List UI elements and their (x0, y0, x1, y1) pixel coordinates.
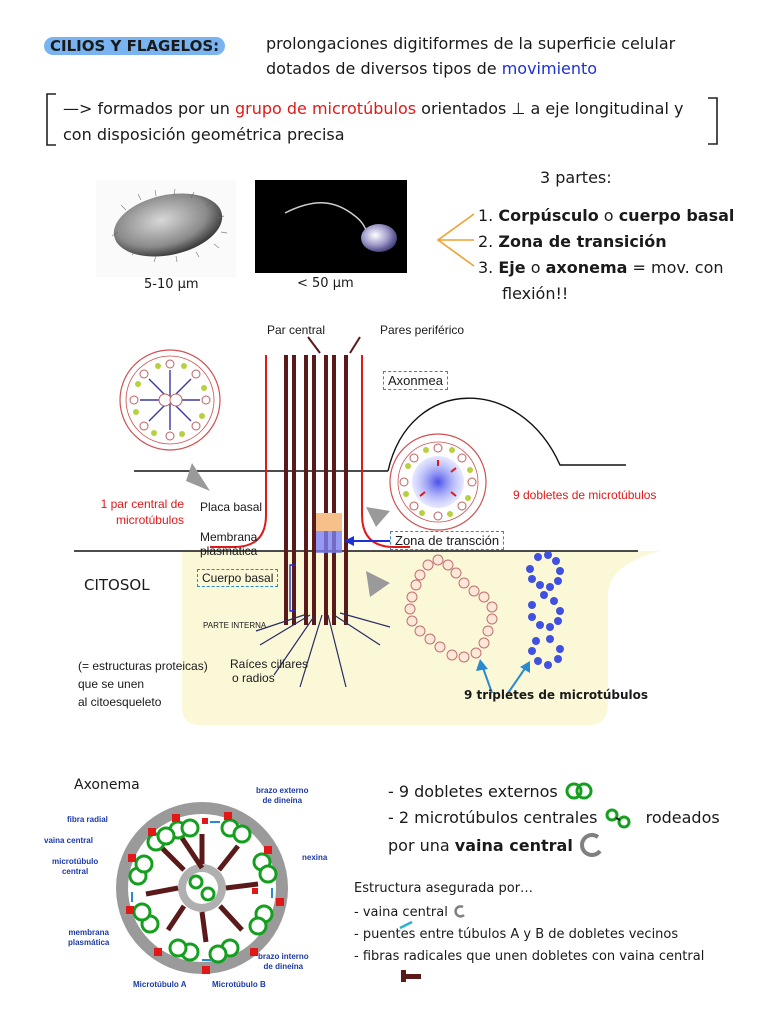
flagellum-photo (255, 180, 407, 273)
parts-heading: 3 partes: (540, 168, 612, 187)
cilium-diagram (74, 336, 660, 725)
ciliate-image (111, 188, 228, 263)
gray-arrow-up (186, 463, 210, 491)
sperm-image (284, 202, 397, 252)
central-pair-icon (605, 808, 630, 829)
label-microtubulo-a: Microtúbulo A (133, 980, 187, 989)
formed-line1: —> formados por un grupo de microtúbulos… (63, 99, 684, 118)
label-citosol: CITOSOL (84, 576, 150, 594)
page-title: CILIOS Y FLAGELOS: (44, 37, 226, 55)
label-nexina: nexina (302, 853, 328, 862)
axoneme-cross-section-right (389, 433, 487, 531)
gray-arrow-right (366, 507, 390, 527)
label-pares-perifericos: Pares periférico (380, 323, 465, 337)
summary-line3: por una vaina central (388, 831, 720, 859)
part-2: 2. Zona de transición (478, 232, 667, 251)
label-raices: Raíces ciliares o radios (230, 657, 309, 685)
structure-item-3: - fibras radicales que unen dobletes con… (354, 949, 705, 964)
gray-arrow-cytosol (366, 571, 390, 597)
label-vaina-central: vaina central (44, 836, 93, 845)
title-highlight: CILIOS Y FLAGELOS: (44, 37, 226, 55)
triplet-detail (526, 551, 564, 669)
label-brazo-externo: brazo externo de dineína (256, 786, 309, 805)
structure-item-1: - vaina central (354, 902, 704, 924)
bridge-icon (399, 920, 413, 930)
structure-list: - vaina central - puentes entre túbulos … (354, 902, 704, 968)
summary-line1: - 9 dobletes externos (388, 779, 720, 805)
central-sheath-icon (579, 833, 602, 857)
formed-line2: con disposición geométrica precisa (63, 125, 345, 144)
label-membrana: Membrana plasmática (200, 530, 258, 558)
parts-list: 1. Corpúsculo o cuerpo basal 2. Zona de … (478, 203, 734, 307)
doublet-icon (565, 782, 593, 800)
label-parte-interna: PARTE INTERNA (203, 621, 267, 630)
label-cuerpo-basal: Cuerpo basal (197, 569, 279, 587)
label-par-central-note: 1 par central de microtúbulos (100, 497, 184, 527)
microtubule-group-highlight: grupo de microtúbulos (234, 99, 417, 118)
part-3: 3. Eje o axonema = mov. con (478, 258, 724, 277)
label-zona-transicion: Zona de transción (390, 531, 505, 550)
label-microtubulo-b: Microtúbulo B (212, 980, 266, 989)
structure-heading: Estructura asegurada por… (354, 881, 534, 896)
label-membrana-plasmatica: membrana plasmática (68, 928, 110, 947)
axonema-title: Axonema (74, 777, 140, 793)
triplet-ring (404, 554, 498, 663)
part-3-continuation: flexión!! (502, 284, 569, 303)
radial-fiber-icon (401, 970, 421, 982)
label-axonema-box: Axonmea (383, 371, 448, 390)
label-estructuras: (= estructuras proteicas) que se unen al… (78, 659, 208, 709)
label-placa-basal: Placa basal (200, 500, 263, 514)
label-dobletes: 9 dobletes de microtúbulos (513, 488, 657, 502)
label-brazo-interno: brazo interno de dineína (258, 952, 309, 971)
bracket-left (46, 93, 56, 146)
sheath-small-icon (454, 905, 465, 918)
label-fibra-radial: fibra radial (67, 815, 108, 824)
movement-highlight: movimiento (501, 59, 598, 78)
axoneme-cross-section-left (119, 349, 221, 451)
label-par-central: Par central (267, 323, 326, 337)
definition: prolongaciones digitiformes de la superf… (266, 31, 675, 81)
label-tripletes: 9 tripletes de microtúbulos (464, 688, 649, 702)
axonema-cross-section (116, 802, 288, 974)
photo-caption-cilia: 5-10 µm (144, 277, 199, 292)
part-1: 1. Corpúsculo o cuerpo basal (478, 206, 735, 225)
summary-line2: - 2 microtúbulos centrales rodeados (388, 808, 720, 829)
structure-item-2: - puentes entre túbulos A y B de doblete… (354, 927, 679, 942)
summary-list: - 9 dobletes externos - 2 microtúbulos c… (388, 779, 720, 859)
bracket-right (708, 97, 718, 145)
cilia-photo (96, 180, 236, 277)
photo-caption-flagellum: < 50 µm (297, 276, 354, 291)
label-microtubulo-central: microtúbulo central (52, 857, 99, 876)
definition-line2: dotados de diversos tipos de movimiento (266, 59, 598, 78)
orange-bracket (436, 213, 475, 267)
definition-line1: prolongaciones digitiformes de la superf… (266, 34, 676, 53)
formed-statement: —> formados por un grupo de microtúbulos… (63, 96, 683, 148)
